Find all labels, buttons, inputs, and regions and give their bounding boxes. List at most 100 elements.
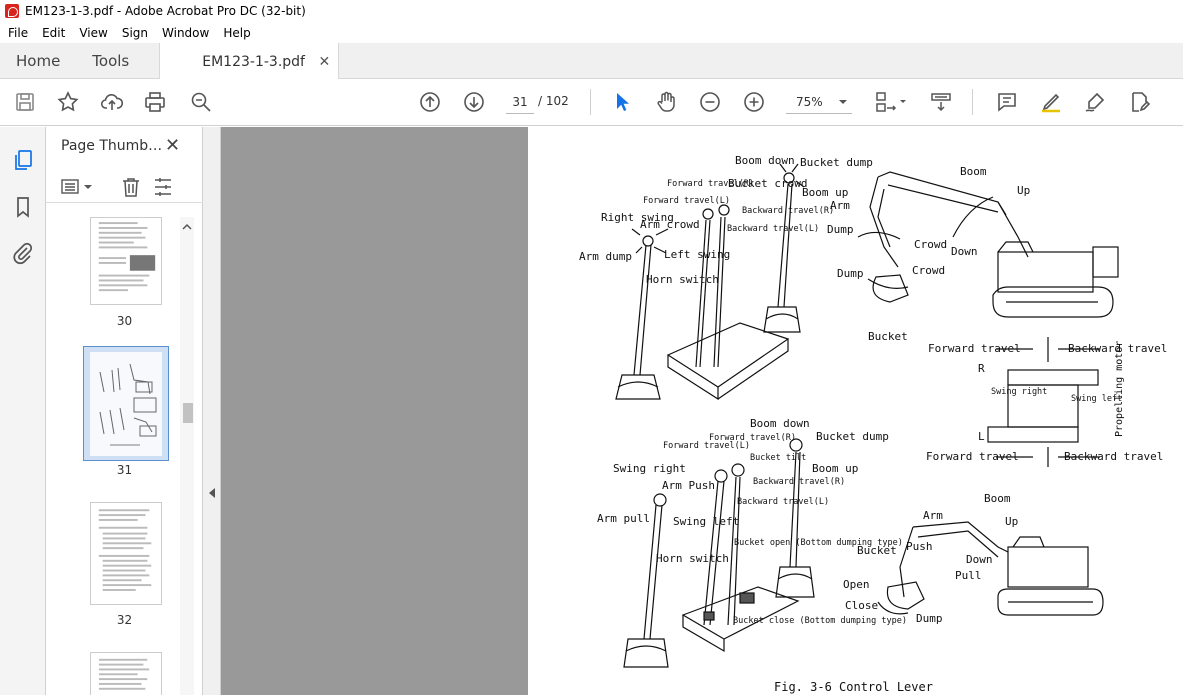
tab-close-icon[interactable]: ✕ [318, 53, 331, 70]
comment-icon[interactable] [994, 89, 1020, 115]
scroll-mode-icon[interactable] [928, 89, 954, 115]
attachments-paperclip-icon[interactable] [10, 240, 36, 266]
label-down: Down [951, 245, 978, 258]
page-thumbnail-33[interactable] [90, 652, 162, 695]
label-l: L [978, 430, 985, 443]
print-icon[interactable] [142, 89, 168, 115]
label-boom-down-2: Boom down [750, 417, 810, 430]
label-forward-travel-r-2: Forward travel(R) [709, 433, 796, 443]
label-dump-2: Dump [916, 612, 943, 625]
label-bucket-crowd: Bucket crowd [728, 177, 807, 190]
toolbar-divider [590, 89, 591, 115]
zoom-out-icon[interactable] [697, 89, 723, 115]
panel-title: Page Thumb… [61, 138, 163, 154]
sign-pen-icon[interactable] [1082, 89, 1108, 115]
label-boom-down: Boom down [735, 154, 795, 167]
page-thumbnails-icon[interactable] [10, 147, 36, 173]
label-arm-dump: Arm dump [579, 250, 632, 263]
label-swing-left-2: Swing left [673, 515, 739, 528]
menu-help[interactable]: Help [223, 25, 251, 40]
navigation-rail [0, 127, 46, 695]
label-arm-pull: Arm pull [597, 512, 650, 525]
window-title: EM123-1-3.pdf - Adobe Acrobat Pro DC (32… [25, 4, 306, 18]
tab-home[interactable]: Home [16, 51, 61, 70]
label-right-swing: Right swing [601, 211, 674, 224]
scrollbar-thumb[interactable] [183, 403, 193, 423]
thumbnail-label: 30 [116, 314, 133, 328]
label-up-2: Up [1005, 515, 1018, 528]
bookmarks-icon[interactable] [10, 194, 36, 220]
label-pull: Pull [955, 569, 982, 582]
delete-trash-icon[interactable] [120, 176, 142, 198]
thumbnail-scrollbar[interactable] [180, 217, 194, 695]
close-panel-icon[interactable]: ✕ [165, 135, 181, 156]
document-page: Boom down Bucket dump Bucket crowd Boom … [528, 127, 1183, 695]
page-thumbnail-32[interactable] [90, 502, 162, 605]
save-icon[interactable] [12, 89, 38, 115]
page-number-input[interactable] [506, 90, 534, 114]
title-bar: EM123-1-3.pdf - Adobe Acrobat Pro DC (32… [0, 0, 1183, 22]
next-page-icon[interactable] [461, 89, 487, 115]
acrobat-app-icon [5, 4, 19, 18]
zoom-search-icon[interactable] [188, 89, 214, 115]
select-cursor-icon[interactable] [609, 89, 635, 115]
menu-window[interactable]: Window [162, 25, 210, 40]
menu-file[interactable]: File [8, 25, 29, 40]
label-backward-travel-top: Backward travel [1068, 342, 1167, 355]
tab-bar: Home Tools EM123-1-3.pdf ✕ [0, 43, 1183, 80]
zoom-level-select[interactable]: 75% [786, 90, 852, 114]
label-boom-up-2: Boom up [812, 462, 858, 475]
label-propelling-motor: Propelling motor [1114, 341, 1125, 437]
menu-view[interactable]: View [79, 25, 108, 40]
label-arm-push: Arm Push [662, 479, 715, 492]
tab-document[interactable]: EM123-1-3.pdf ✕ [159, 43, 340, 80]
label-down-2: Down [966, 553, 993, 566]
label-dump-bucket: Dump [837, 267, 864, 280]
label-bucket-tilt: Bucket tilt [750, 453, 806, 463]
tab-tools[interactable]: Tools [92, 51, 130, 70]
label-horn-switch-2: Horn switch [656, 552, 729, 565]
page-display-icon[interactable] [873, 89, 909, 115]
menu-edit[interactable]: Edit [42, 25, 66, 40]
thumbnail-preview [98, 509, 152, 591]
extract-pages-icon[interactable] [152, 176, 174, 198]
label-boom-up: Boom up [802, 186, 848, 199]
panel-collapse-handle[interactable] [203, 127, 221, 695]
label-swing-left: Swing left [1071, 394, 1122, 404]
label-arm-crowd: Arm crowd [640, 218, 700, 231]
page-thumbnail-31-selected[interactable] [83, 346, 169, 461]
label-backward-travel-l: Backward travel(L) [727, 224, 819, 234]
label-up: Up [1017, 184, 1030, 197]
label-dump: Dump [827, 223, 854, 236]
page-thumbnail-30[interactable] [90, 217, 162, 305]
label-forward-travel-top: Forward travel [928, 342, 1021, 355]
menu-sign[interactable]: Sign [121, 25, 149, 40]
edit-document-icon[interactable] [1126, 89, 1152, 115]
thumbnail-preview [98, 658, 150, 690]
label-forward-travel-bottom: Forward travel [926, 450, 1019, 463]
figure-caption: Fig. 3-6 Control Lever [774, 680, 933, 694]
collapse-arrow-icon[interactable] [207, 487, 217, 499]
zoom-in-icon[interactable] [741, 89, 767, 115]
thumbnail-options-icon[interactable] [60, 178, 96, 196]
label-swing-right: Swing right [613, 462, 686, 475]
label-backward-travel-r: Backward travel(R) [742, 206, 834, 216]
bookmark-star-icon[interactable] [55, 89, 81, 115]
label-arm-2: Arm [923, 509, 943, 522]
thumbnail-label: 31 [116, 463, 133, 477]
scroll-up-icon[interactable] [180, 221, 194, 233]
chevron-down-icon [839, 99, 847, 104]
label-backward-travel-bottom: Backward travel [1064, 450, 1163, 463]
page-total: / 102 [538, 94, 569, 108]
thumbnail-list: 30 31 [46, 217, 203, 695]
tab-document-label: EM123-1-3.pdf [202, 53, 305, 70]
label-crowd: Crowd [914, 238, 947, 251]
label-forward-travel-r: Forward travel(R) [667, 179, 754, 189]
label-bucket-dump: Bucket dump [800, 156, 873, 169]
zoom-level-value: 75% [796, 94, 823, 109]
hand-tool-icon[interactable] [653, 89, 679, 115]
previous-page-icon[interactable] [417, 89, 443, 115]
label-bucket-dump-2: Bucket dump [816, 430, 889, 443]
cloud-upload-icon[interactable] [99, 89, 125, 115]
highlight-pen-icon[interactable] [1038, 89, 1064, 115]
